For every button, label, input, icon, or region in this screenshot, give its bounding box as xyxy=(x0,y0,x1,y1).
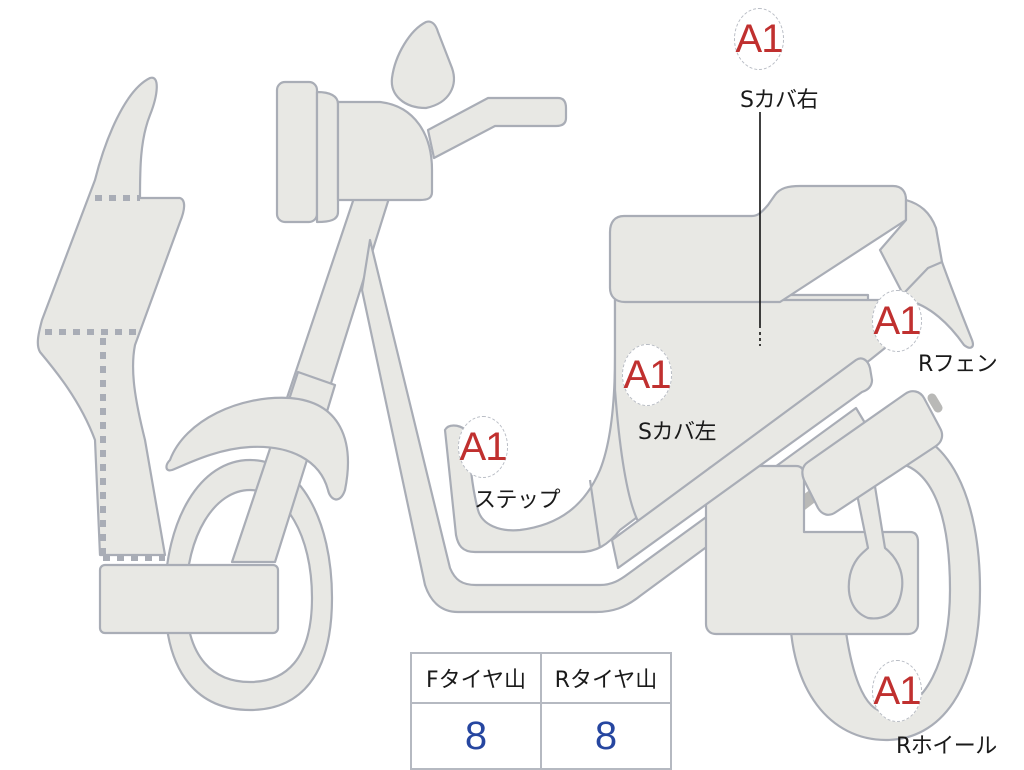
grade-badge-s-cover-right: A1 xyxy=(734,8,784,70)
tire-tread-table: Fタイヤ山 Rタイヤ山 8 8 xyxy=(410,652,672,770)
rear-shock xyxy=(847,466,904,620)
air-box-nub xyxy=(927,393,943,413)
rear-tire-tread-header: Rタイヤ山 xyxy=(540,652,672,704)
label-step: ステップ xyxy=(474,488,561,513)
handlebar xyxy=(426,96,568,160)
tire-table-value-row: 8 8 xyxy=(410,702,672,770)
label-r-fender: Rフェン xyxy=(918,352,998,377)
front-tire-tread-value: 8 xyxy=(410,702,542,770)
grade-badge-r-wheel: A1 xyxy=(872,660,922,722)
rear-tire-tread-value: 8 xyxy=(540,702,672,770)
floor-seam xyxy=(588,479,602,549)
label-s-cover-right: Sカバ右 xyxy=(740,88,818,113)
front-fender xyxy=(165,396,349,501)
grade-badge-step: A1 xyxy=(458,416,508,478)
front-wheel xyxy=(163,458,334,712)
seat-rail xyxy=(610,357,874,570)
grade-badge-s-cover-left: A1 xyxy=(622,344,672,406)
mirror xyxy=(390,20,455,110)
tire-table-header-row: Fタイヤ山 Rタイヤ山 xyxy=(410,652,672,704)
front-tire-tread-header: Fタイヤ山 xyxy=(410,652,542,704)
air-box xyxy=(801,390,944,516)
leg-shield xyxy=(36,76,186,557)
headlight-ring xyxy=(315,90,340,224)
grade-badge-r-fender: A1 xyxy=(872,290,922,352)
headlight-lens xyxy=(275,80,319,224)
rear-fender xyxy=(903,260,974,349)
label-s-cover-left: Sカバ左 xyxy=(638,420,716,445)
front-floor-block xyxy=(98,563,280,635)
handlebar-housing xyxy=(336,100,434,202)
seat xyxy=(608,184,908,304)
label-r-wheel: Rホイール xyxy=(896,734,997,759)
